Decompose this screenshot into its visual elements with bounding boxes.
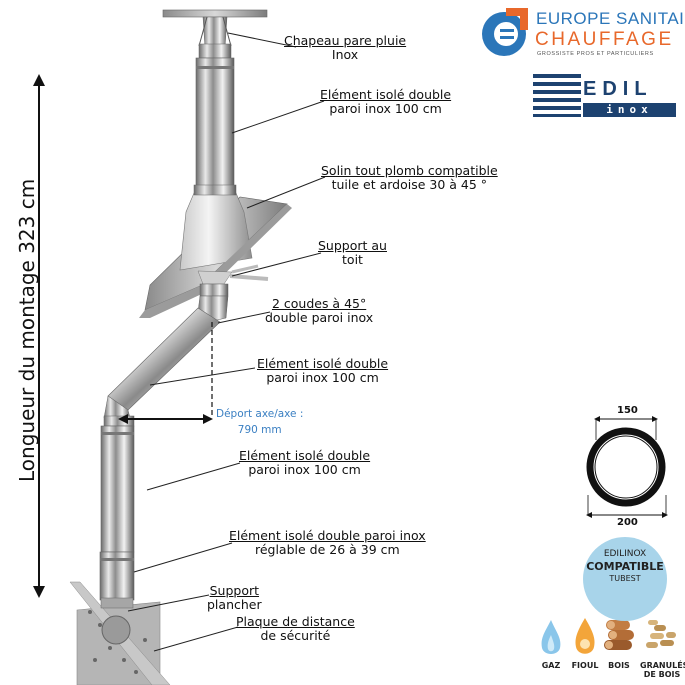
diameter-outer: 200 — [617, 517, 638, 528]
badge-line2: COMPATIBLE — [586, 560, 664, 573]
floor-plate — [69, 581, 171, 685]
badge-line1: EDILINOX — [603, 549, 647, 559]
diameter-inner: 150 — [617, 405, 638, 416]
fuel-label-wood: BOIS — [608, 661, 630, 670]
fuel-label-oil: FIOUL — [571, 661, 599, 670]
label-elbows: 2 coudes à 45°double paroi inox — [265, 296, 374, 325]
compatibility-badge — [583, 537, 667, 621]
wood-pellets-icon — [646, 620, 676, 648]
europe-sanitaire-logo-mark — [482, 8, 528, 56]
edil-logo-stripes — [533, 74, 581, 117]
leader-lines — [127, 32, 326, 652]
logo-europe-line2: CHAUFFAGE — [535, 29, 674, 50]
lower-pipe — [100, 425, 135, 553]
label-total-length: Longueur du montage 323 cm — [15, 178, 39, 482]
roof-support — [197, 264, 269, 285]
roof-flashing — [139, 184, 292, 318]
logo-europe-line1: EUROPE SANITAIRE — [536, 9, 685, 28]
label-offset: Déport axe/axe : 790 mm — [216, 408, 304, 436]
oil-drop-icon — [575, 618, 595, 654]
badge-line3: TUBEST — [609, 574, 641, 583]
upper-pipe — [195, 57, 235, 197]
fuel-label-pellets: GRANULÉS DE BOIS — [640, 661, 685, 679]
logo-europe-tagline: GROSSISTE PROS ET PARTICULIERS — [537, 51, 654, 57]
logo-edil-bottom: inox — [583, 103, 676, 117]
fuel-label-gas: GAZ — [541, 661, 561, 670]
rain-cap — [162, 9, 268, 59]
gas-flame-icon — [541, 620, 561, 654]
wood-logs-icon — [604, 620, 634, 650]
upper-elbow — [197, 283, 229, 323]
diagonal-pipe — [107, 307, 221, 411]
logo-edil-top: EDIL — [583, 78, 653, 100]
diameter-diagram — [586, 416, 668, 518]
